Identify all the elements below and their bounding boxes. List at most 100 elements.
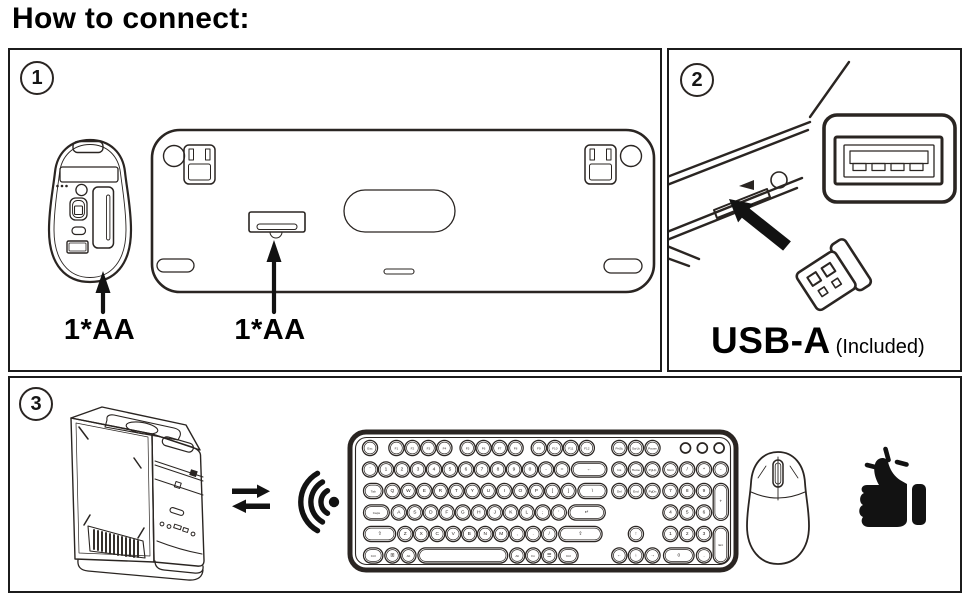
svg-text:F9: F9	[537, 446, 541, 450]
svg-text:←: ←	[617, 553, 622, 558]
svg-text:9: 9	[703, 488, 706, 494]
svg-text:C: C	[435, 531, 439, 537]
svg-text:8: 8	[686, 488, 689, 494]
mouse-power-switch	[69, 197, 88, 221]
usb-caption: USB-A(Included)	[711, 320, 925, 362]
svg-text:/: /	[549, 531, 551, 537]
svg-text:R: R	[439, 488, 443, 494]
wifi-signal-icon	[298, 470, 340, 534]
svg-text:*: *	[703, 466, 705, 472]
svg-text:[: [	[552, 488, 554, 494]
svg-text:0: 0	[677, 552, 680, 558]
svg-text:7: 7	[669, 488, 672, 494]
svg-text:I: I	[504, 488, 505, 494]
keyboard-battery-arrow-icon	[266, 240, 282, 315]
svg-text:PgDn: PgDn	[649, 489, 657, 493]
svg-text:5: 5	[686, 509, 689, 515]
usb-included-note: (Included)	[835, 336, 925, 358]
svg-text:.: .	[703, 553, 704, 558]
panel-step-1: 1	[8, 48, 662, 372]
svg-text:9: 9	[513, 466, 516, 472]
svg-text:8: 8	[497, 466, 500, 472]
mouse-dots	[56, 184, 68, 188]
svg-text:↵: ↵	[585, 509, 589, 515]
mouse-scroll-wheel	[772, 459, 784, 488]
pc-tower-icon	[70, 406, 205, 581]
svg-text:2: 2	[686, 531, 689, 537]
svg-text:V: V	[452, 531, 456, 537]
svg-text:,: ,	[517, 532, 518, 537]
svg-text:Fn: Fn	[531, 554, 535, 558]
step-1-number: 1	[20, 61, 54, 95]
keyboard-foot-left	[183, 144, 216, 185]
svg-text:E: E	[423, 488, 426, 494]
mouse-sensor-window	[75, 183, 88, 197]
laptop-usb-slot	[713, 188, 771, 219]
svg-text:S: S	[413, 509, 416, 515]
svg-text:4: 4	[433, 466, 436, 472]
svg-text:]: ]	[568, 488, 569, 494]
svg-text:/: /	[687, 466, 689, 472]
panel-step-3: 3	[8, 376, 962, 593]
svg-text:↑: ↑	[635, 532, 637, 537]
svg-text:J: J	[494, 509, 497, 515]
svg-text:H: H	[477, 509, 481, 515]
step-2-number: 2	[680, 63, 714, 97]
svg-text:F12: F12	[584, 446, 590, 450]
keyboard-foot-right	[584, 144, 617, 185]
svg-text:Tab: Tab	[371, 489, 376, 493]
svg-text:X: X	[420, 531, 424, 537]
svg-text:6: 6	[465, 466, 468, 472]
svg-text:Caps: Caps	[373, 511, 381, 515]
mouse-label-area	[59, 166, 119, 183]
svg-text:Ctrl: Ctrl	[371, 554, 376, 558]
svg-text:Alt: Alt	[407, 554, 411, 558]
insert-arrow-icon	[729, 199, 791, 251]
svg-text:F5: F5	[466, 446, 470, 450]
svg-text:N: N	[483, 531, 487, 537]
svg-text:Esc: Esc	[367, 446, 373, 450]
svg-text:Q: Q	[391, 488, 395, 494]
thumbs-up-icon	[859, 446, 926, 527]
svg-text:': '	[558, 509, 559, 515]
svg-text:⇧: ⇧	[578, 531, 582, 537]
svg-text:=: =	[561, 467, 564, 472]
mouse-bottom-icon	[47, 138, 133, 284]
mouse-battery-arrow-icon	[95, 271, 111, 315]
keyboard-bottom-icon	[150, 128, 656, 294]
svg-text:Y: Y	[471, 488, 475, 494]
svg-text:0: 0	[529, 466, 532, 472]
svg-text:F7: F7	[498, 446, 502, 450]
svg-text:T: T	[455, 488, 458, 494]
usb-dongle-icon	[795, 238, 873, 312]
svg-text:☰: ☰	[547, 552, 552, 558]
keyboard-label-area	[343, 189, 456, 233]
svg-text:PrtSc: PrtSc	[616, 446, 624, 450]
svg-text:P: P	[535, 488, 538, 494]
usb-port-icon	[822, 113, 957, 204]
keyboard-battery-label: 1*AA	[234, 314, 306, 346]
svg-text:Z: Z	[404, 531, 407, 537]
svg-text:-: -	[545, 467, 547, 472]
laptop-edge	[669, 60, 851, 268]
svg-text:3: 3	[417, 466, 420, 472]
svg-text:F: F	[445, 509, 448, 515]
svg-text:Ent: Ent	[718, 543, 723, 547]
svg-text:1: 1	[669, 531, 672, 537]
svg-text:G: G	[461, 509, 465, 515]
svg-text:O: O	[519, 488, 523, 494]
svg-text:F10: F10	[552, 446, 558, 450]
svg-text:Ctrl: Ctrl	[566, 554, 571, 558]
sync-arrows-icon	[232, 484, 270, 513]
keyboard-battery-door	[248, 211, 306, 239]
tower-front-ports	[159, 521, 196, 537]
mouse-top-icon	[746, 451, 810, 565]
svg-text:M: M	[499, 531, 503, 537]
svg-text:Alt: Alt	[515, 554, 519, 558]
svg-text:Del: Del	[617, 489, 622, 493]
mouse-switch-plate	[66, 240, 89, 254]
svg-text:1: 1	[385, 466, 388, 472]
